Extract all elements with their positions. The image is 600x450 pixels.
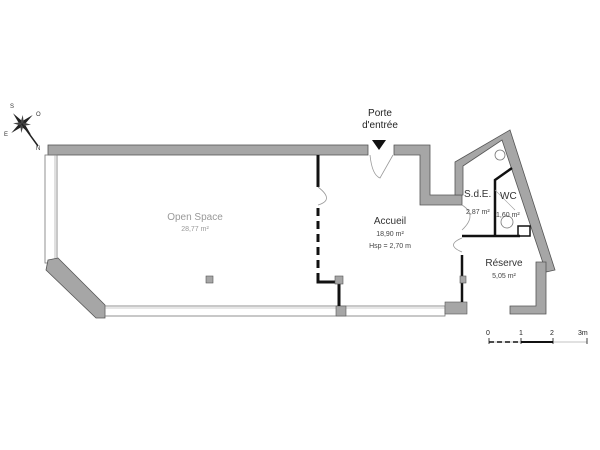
sink — [494, 149, 506, 161]
room-area: 2,87 m² — [466, 209, 490, 216]
entrance-label-line1: Porte — [368, 108, 392, 119]
room-name: Open Space — [167, 212, 223, 223]
room-name: Accueil — [373, 216, 407, 227]
compass-letter-o: O — [36, 112, 41, 118]
entrance-label: Porte d'entrée — [352, 108, 408, 132]
room-name: WC — [500, 191, 517, 202]
pillar — [205, 275, 214, 284]
compass-letter-s: S — [10, 104, 15, 110]
room-accueil: Accueil 18,90 m² Hsp = 2,70 m — [350, 216, 430, 250]
room-open-space: Open Space 28,77 m² — [150, 212, 240, 233]
wall-right — [454, 129, 556, 273]
room-wc-name: WC — [500, 186, 517, 204]
scale-tick-2: 2 — [550, 330, 554, 337]
room-wc-area: 1,60 m² — [496, 204, 520, 222]
wall-top-right — [393, 144, 463, 206]
toilet — [500, 215, 514, 229]
room-area: 18,90 m² — [376, 231, 404, 238]
arrow-down-icon — [372, 140, 386, 150]
scale-tick-3m: 3m — [578, 330, 588, 337]
scale-tick-0: 0 — [486, 330, 490, 337]
wall-top-left — [47, 144, 369, 156]
room-sde-area: 2,87 m² — [466, 201, 490, 219]
wall-diagonal-left — [45, 257, 106, 319]
compass-rose-icon — [11, 113, 39, 147]
ceiling-height: Hsp = 2,70 m — [369, 243, 411, 250]
entrance-label-line2: d'entrée — [362, 120, 398, 131]
entrance-door — [369, 154, 394, 179]
room-reserve: Réserve 5,05 m² — [476, 258, 532, 280]
room-name: Réserve — [485, 258, 523, 269]
room-area: 1,60 m² — [496, 212, 520, 219]
compass-letter-e: E — [4, 132, 9, 138]
room-sde-name: S.d.E. — [464, 184, 491, 202]
scale-tick-1: 1 — [519, 330, 523, 337]
room-name: S.d.E. — [464, 189, 492, 200]
scale-bar — [488, 338, 588, 344]
room-area: 28,77 m² — [181, 226, 209, 233]
compass-letter-n: N — [36, 146, 41, 152]
window-bottom — [104, 305, 446, 317]
room-area: 5,05 m² — [492, 273, 516, 280]
